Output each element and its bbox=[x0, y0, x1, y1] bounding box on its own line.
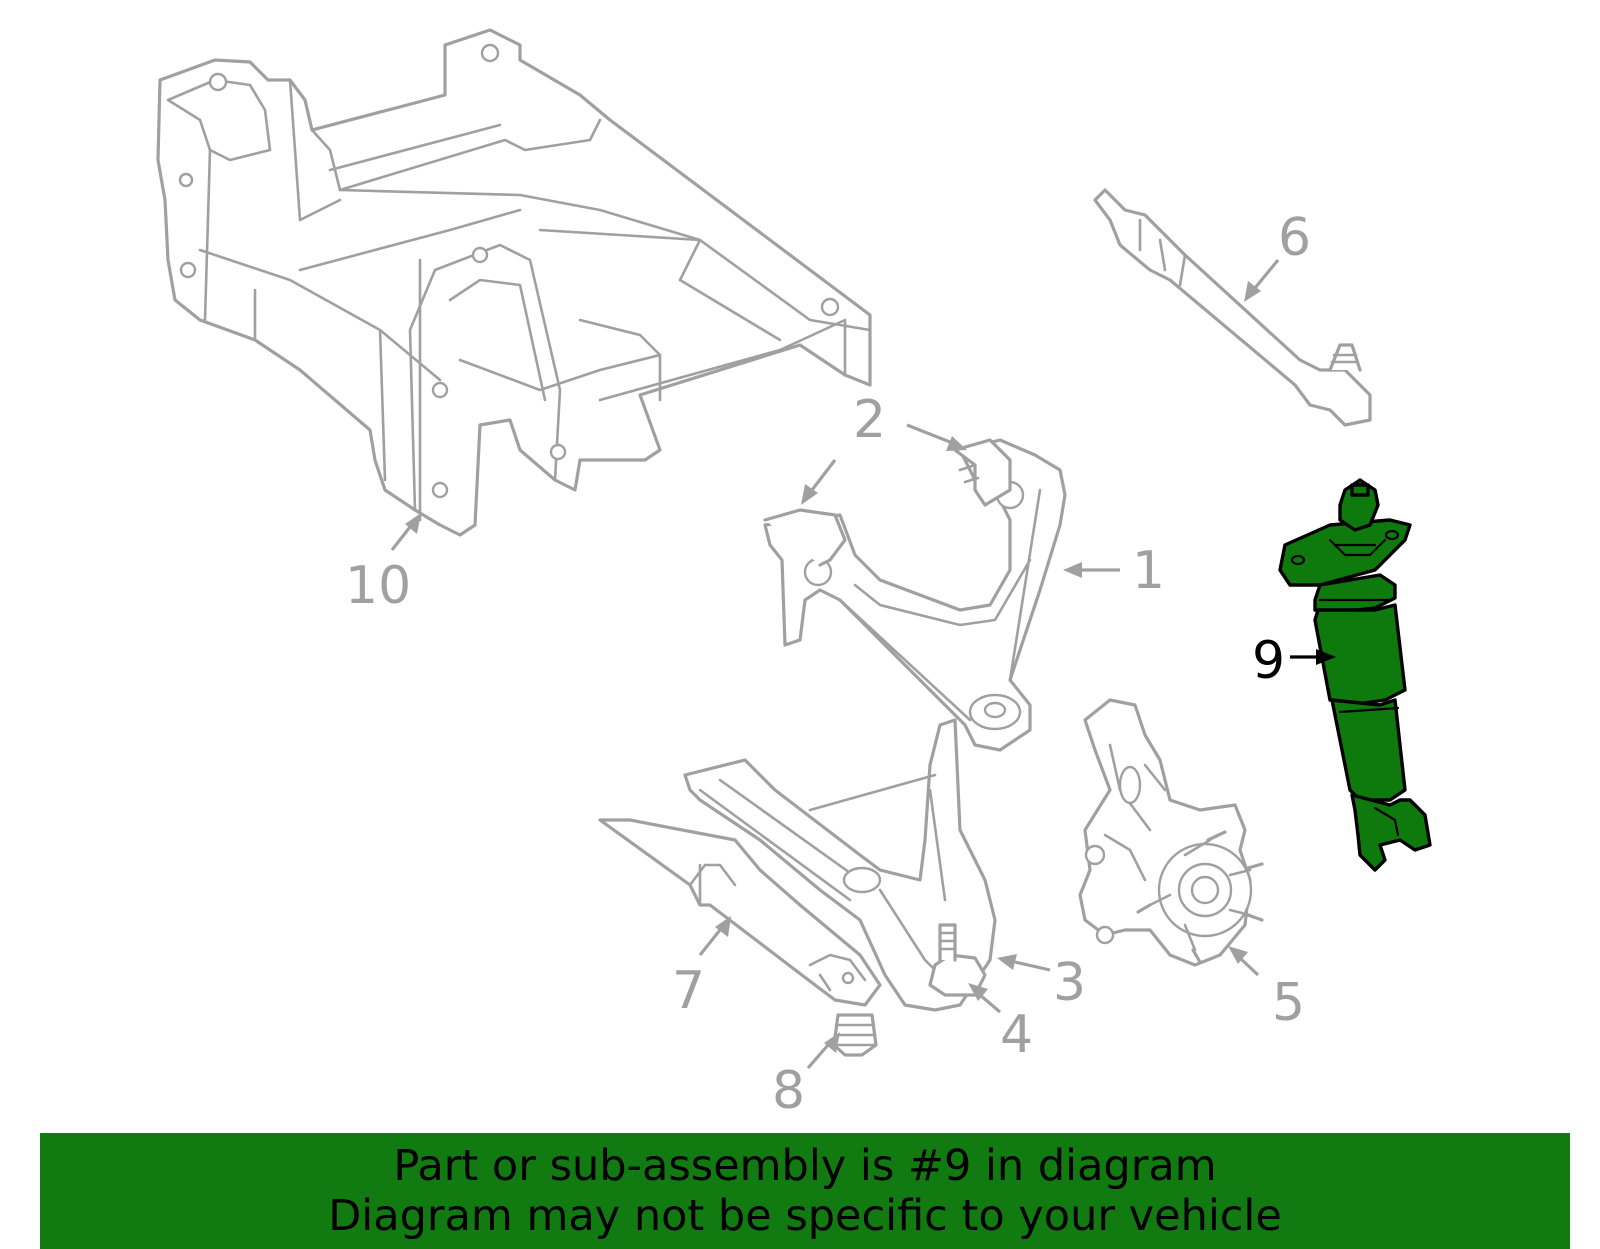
banner-line-part: Part or sub-assembly is #9 in diagram bbox=[393, 1141, 1217, 1191]
part-5-knuckle-hub[interactable] bbox=[1078, 698, 1264, 967]
svg-text:2: 2 bbox=[853, 390, 886, 450]
svg-text:9: 9 bbox=[1252, 631, 1285, 691]
callout-4: 4 bbox=[968, 983, 1033, 1065]
callout-6: 6 bbox=[1244, 208, 1311, 302]
callout-8: 8 bbox=[772, 1032, 840, 1121]
part-8-bump-stop[interactable] bbox=[832, 1013, 878, 1057]
svg-text:1: 1 bbox=[1132, 541, 1165, 601]
svg-text:8: 8 bbox=[772, 1061, 805, 1121]
svg-text:3: 3 bbox=[1053, 953, 1086, 1013]
part-10-subframe[interactable] bbox=[156, 28, 872, 537]
svg-text:6: 6 bbox=[1278, 208, 1311, 268]
notice-banner: Part or sub-assembly is #9 in diagram Di… bbox=[40, 1133, 1570, 1249]
part-3-lower-control-arm[interactable] bbox=[683, 718, 997, 1012]
svg-text:10: 10 bbox=[345, 556, 411, 616]
svg-text:7: 7 bbox=[672, 961, 705, 1021]
callout-10: 10 bbox=[345, 513, 421, 616]
callout-3: 3 bbox=[997, 953, 1086, 1013]
callout-5: 5 bbox=[1228, 946, 1305, 1033]
part-2-upper-arm-bushings[interactable] bbox=[763, 438, 1012, 567]
callout-7: 7 bbox=[672, 916, 731, 1021]
suspension-parts-diagram: 1 2 3 4 5 6 7 8 9 bbox=[156, 28, 1432, 1121]
svg-text:4: 4 bbox=[1000, 1005, 1033, 1065]
callout-1: 1 bbox=[1063, 541, 1165, 601]
svg-text:5: 5 bbox=[1272, 973, 1305, 1033]
part-7-bracket[interactable] bbox=[598, 818, 882, 1007]
banner-line-disclaimer: Diagram may not be specific to your vehi… bbox=[328, 1191, 1282, 1241]
part-6-tie-rod-end[interactable] bbox=[1093, 188, 1372, 427]
part-9-shock-absorber[interactable] bbox=[1278, 478, 1432, 872]
part-1-upper-control-arm[interactable] bbox=[763, 438, 1067, 752]
callout-2: 2 bbox=[801, 390, 967, 505]
callout-9: 9 bbox=[1252, 631, 1336, 691]
